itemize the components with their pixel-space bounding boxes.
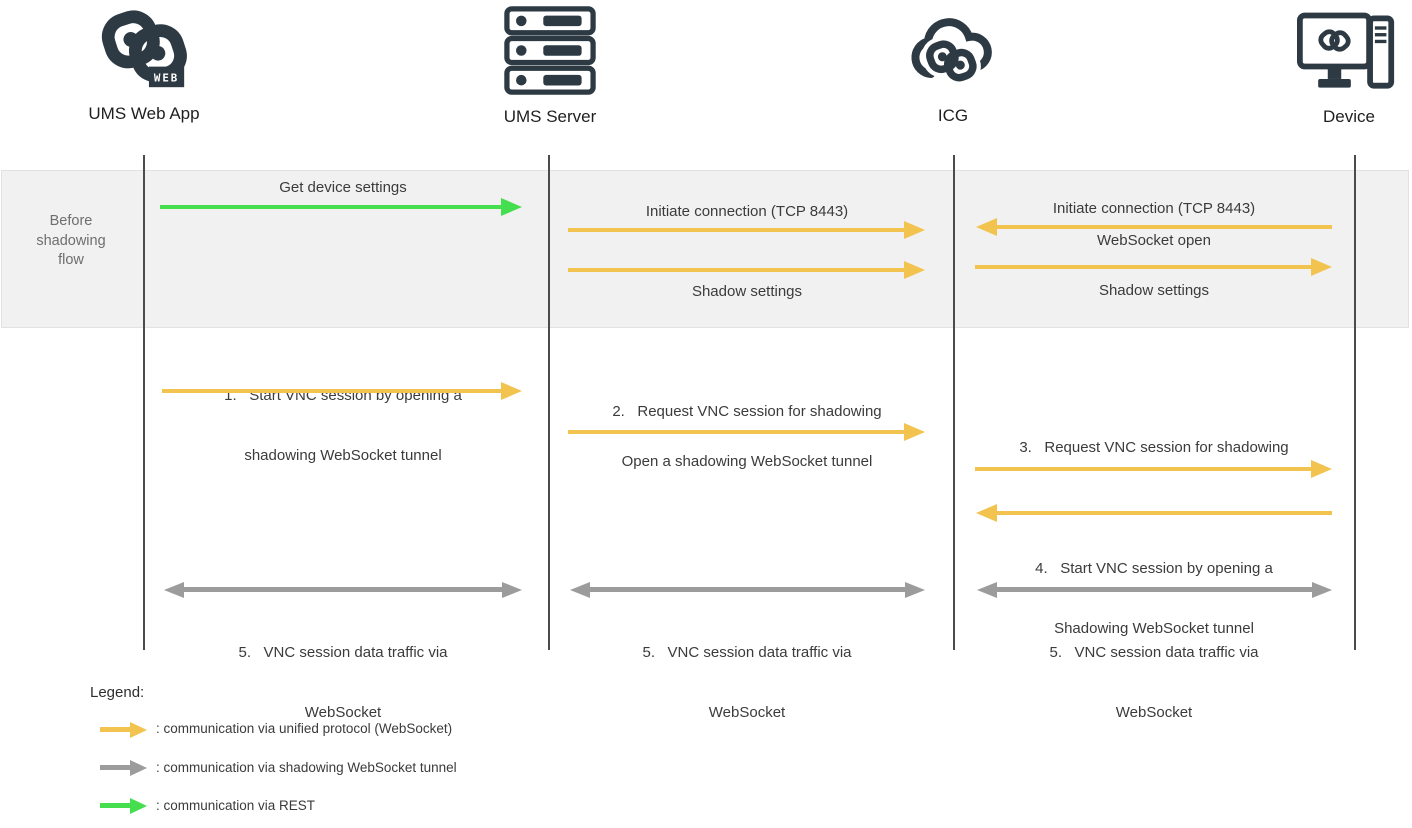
ums-web-app-chain-logo-icon: WEB	[101, 10, 187, 88]
msg-label-1: 1. Start VNC session by opening a shadow…	[224, 387, 462, 464]
actor-label-ums-server: UMS Server	[503, 107, 597, 126]
legend-label-rest: : communication via REST	[156, 798, 316, 813]
msg-label-shadow-settings-device: Shadow settings	[1098, 282, 1210, 299]
arrow-initiate-connection-device	[996, 225, 1332, 229]
msg-label-5-device: 5. VNC session data traffic via WebSocke…	[1049, 644, 1259, 721]
msg-label-initiate-connection-server: Initiate connection (TCP 8443)	[645, 203, 849, 220]
arrow-initiate-connection-server	[568, 228, 905, 232]
web-badge-label: WEB	[154, 71, 179, 84]
lifeline-device	[1354, 155, 1356, 650]
arrow-msg-1	[162, 389, 502, 393]
msg-label-2-sub: Open a shadowing WebSocket tunnel	[621, 453, 873, 470]
lifeline-ums-web-app	[143, 155, 145, 650]
lifeline-ums-server	[548, 155, 550, 650]
icg-cloud-icon	[911, 18, 992, 86]
legend-arrow-rest	[100, 803, 131, 808]
actor-label-device: Device	[1323, 107, 1375, 126]
msg-label-4: 4. Start VNC session by opening a Shadow…	[1035, 560, 1273, 637]
before-shadowing-band	[1, 170, 1409, 328]
legend-label-shadowing-tunnel: : communication via shadowing WebSocket …	[156, 760, 457, 775]
legend-title: Legend:	[90, 684, 145, 701]
arrow-msg-4	[996, 511, 1332, 515]
arrow-get-device-settings	[160, 205, 502, 209]
ums-server-icon	[504, 6, 596, 95]
msg-label-3: 3. Request VNC session for shadowing	[1019, 439, 1289, 456]
legend-arrow-unified-protocol	[100, 727, 131, 732]
arrow-shadow-settings-server	[568, 268, 905, 272]
arrow-msg-3	[975, 467, 1312, 471]
band-label: Before shadowing flow	[36, 213, 106, 268]
arrow-shadow-settings-device	[975, 265, 1312, 269]
msg-label-initiate-connection-device: Initiate connection (TCP 8443)	[1052, 200, 1256, 217]
msg-label-websocket-open: WebSocket open	[1097, 232, 1211, 249]
msg-label-shadow-settings-server: Shadow settings	[691, 283, 803, 300]
arrow-msg-5-webapp-server	[183, 587, 503, 592]
legend-arrow-shadowing-tunnel	[100, 765, 131, 770]
actor-label-icg: ICG	[937, 106, 969, 125]
msg-label-get-device-settings: Get device settings	[279, 179, 407, 196]
msg-label-2: 2. Request VNC session for shadowing	[612, 403, 882, 420]
device-icon	[1297, 12, 1395, 89]
legend-label-unified-protocol: : communication via unified protocol (We…	[156, 721, 453, 736]
lifeline-icg	[953, 155, 955, 650]
actor-label-ums-web-app: UMS Web App	[88, 104, 200, 123]
msg-label-5-server: 5. VNC session data traffic via WebSocke…	[642, 644, 852, 721]
arrow-msg-2	[568, 430, 905, 434]
arrow-msg-5-server-icg	[589, 587, 906, 592]
msg-label-5-webapp: 5. VNC session data traffic via WebSocke…	[238, 644, 448, 721]
arrow-msg-5-icg-device	[996, 587, 1313, 592]
